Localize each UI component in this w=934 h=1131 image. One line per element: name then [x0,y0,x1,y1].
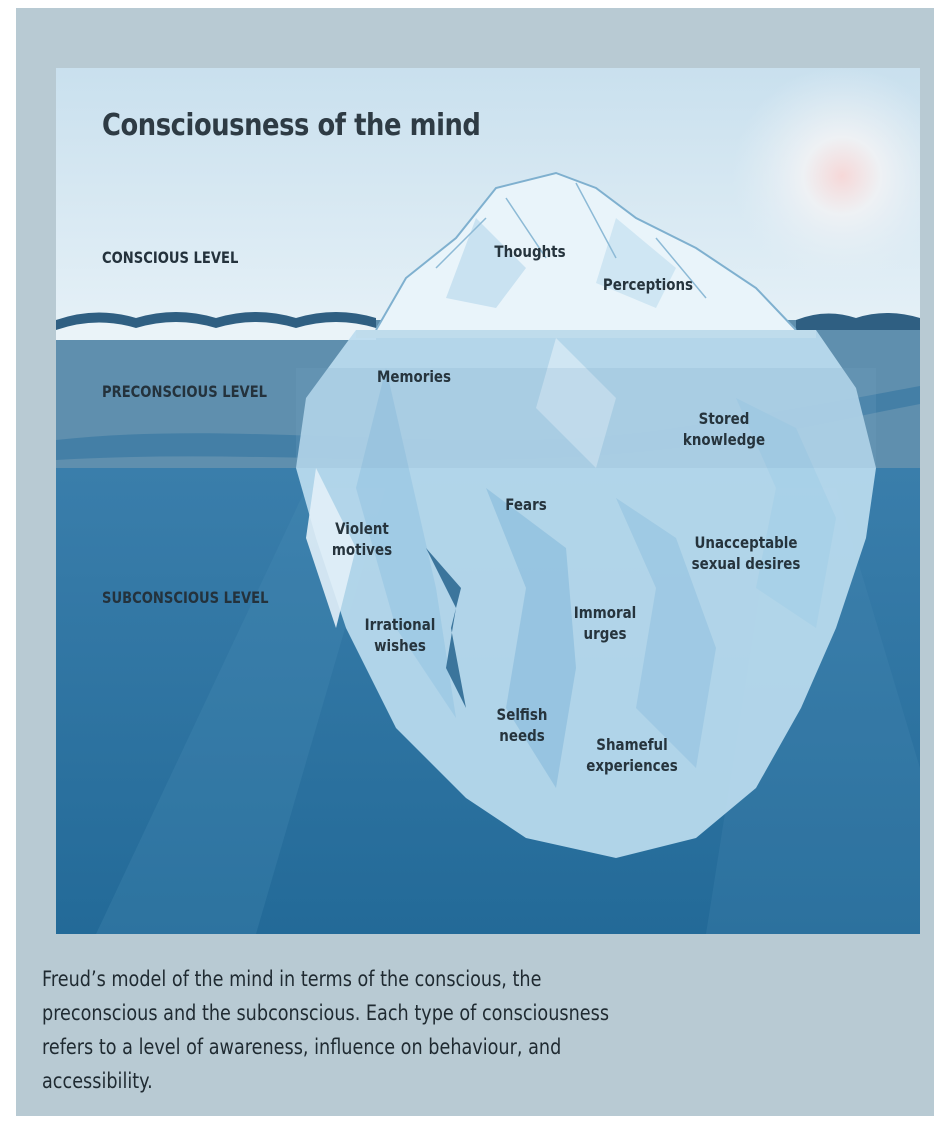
iceberg-body [296,330,876,858]
label-unacceptable-sexual-desires: Unacceptable sexual desires [691,533,801,573]
iceberg-shade [356,368,456,718]
waterline-foam [356,330,816,338]
figure-caption: Freud’s model of the mind in terms of th… [42,967,610,1093]
label-selfish-needs: Selfish needs [496,705,548,745]
label-perceptions: Perceptions [602,275,694,294]
iceberg-crevice [426,548,466,708]
conscious-level-label: CONSCIOUS LEVEL [102,248,239,267]
label-memories: Memories [376,367,452,386]
wave-crest [56,312,376,330]
iceberg-figure: Consciousness of the mind CONSCIOUS LEVE… [56,68,920,934]
iceberg-highlight [306,468,356,628]
light-ray [96,488,386,934]
iceberg-shade-3 [616,498,716,768]
label-shameful-experiences: Shameful experiences [586,735,678,775]
label-stored-knowledge: Stored knowledge [682,409,766,449]
iceberg-tip-outline [375,171,797,331]
preconscious-veil [296,368,876,468]
iceberg-highlight-2 [536,338,616,468]
iceberg-tip-shade [446,218,526,308]
label-thoughts: Thoughts [494,242,566,261]
iceberg-tip-shade-2 [596,218,676,308]
label-irrational-wishes: Irrational wishes [364,615,436,655]
wave-crest-right [796,313,920,330]
iceberg-tip-lines [435,182,707,299]
iceberg-shade-4 [736,398,836,628]
sun [732,68,920,286]
iceberg-illustration [56,68,920,934]
book-page: Consciousness of the mind CONSCIOUS LEVE… [16,8,934,1116]
subconscious-level-label: SUBCONSCIOUS LEVEL [102,588,269,607]
iceberg-shade-2 [486,488,576,788]
label-fears: Fears [505,495,547,514]
preconscious-level-label: PRECONSCIOUS LEVEL [102,382,268,401]
figure-title: Consciousness of the mind [102,108,481,143]
wave-foam [56,322,376,340]
label-immoral-urges: Immoral urges [573,603,637,643]
label-violent-motives: Violent motives [331,519,393,559]
